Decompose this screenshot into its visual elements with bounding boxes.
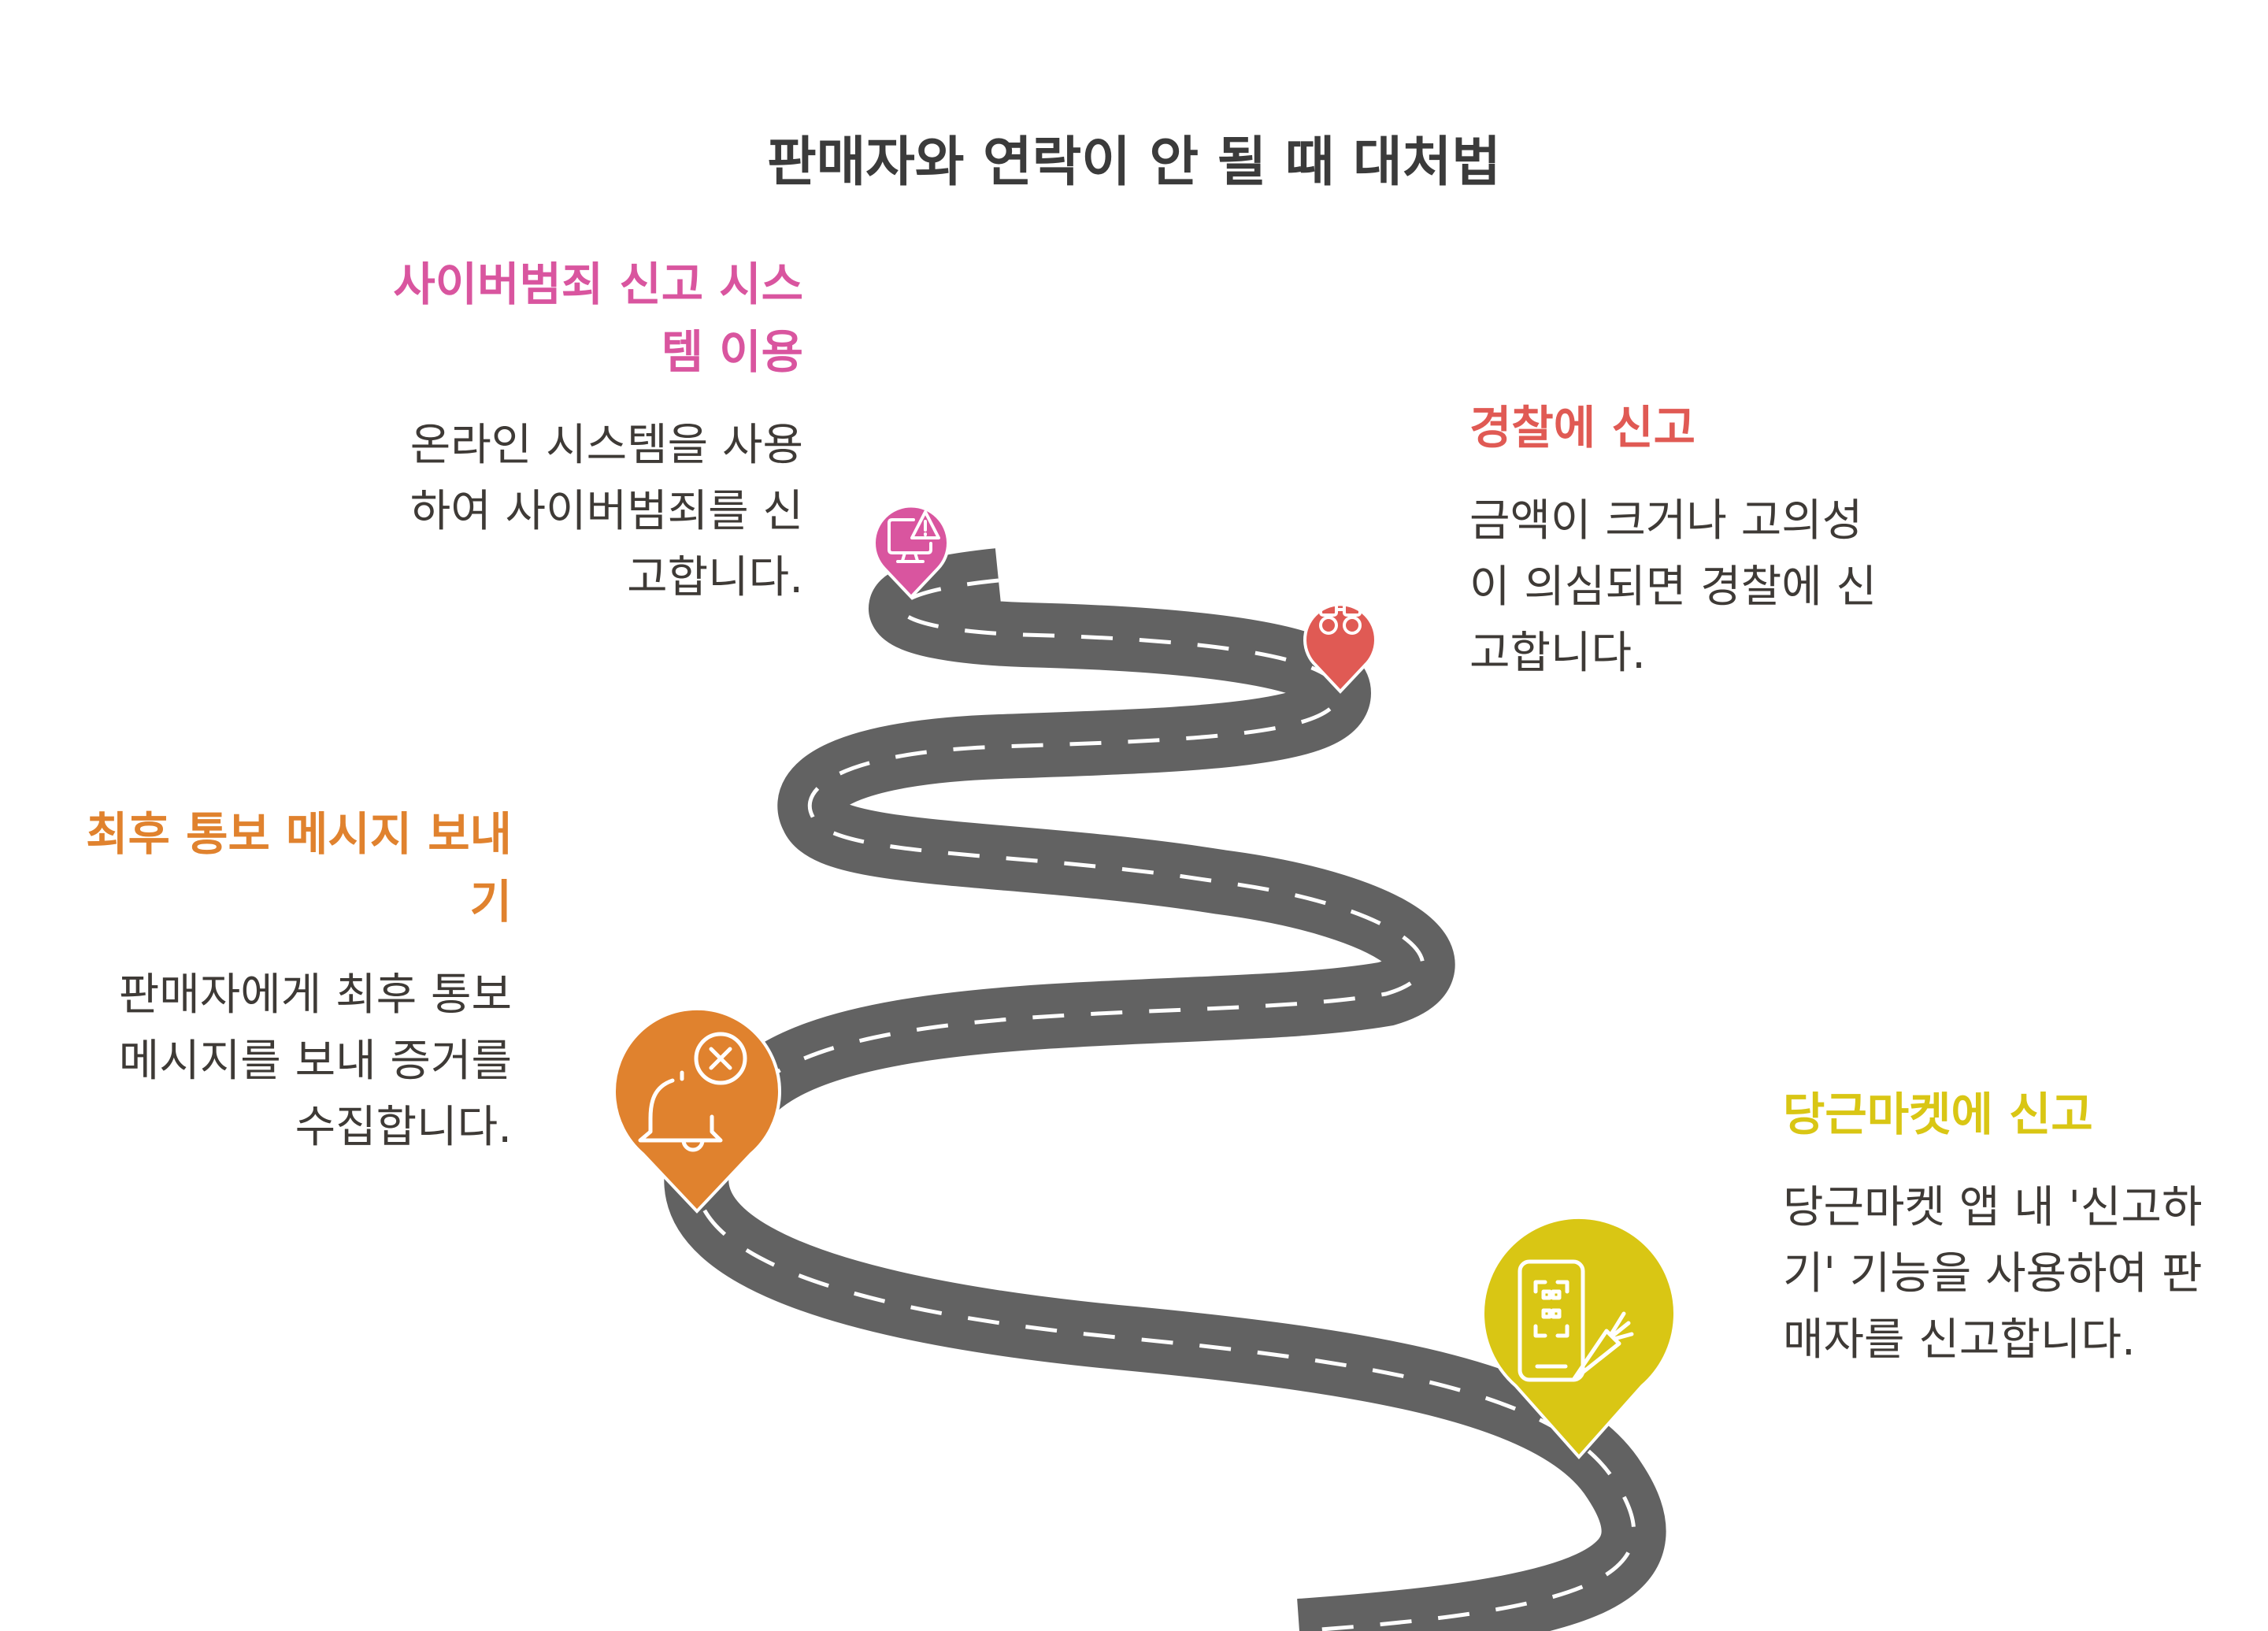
step-police-report: 경찰에 신고 금액이 크거나 고의성 이 의심되면 경찰에 신 고합니다.: [1469, 394, 1910, 687]
computer-warning-icon: [888, 510, 940, 563]
heading-line: 기: [469, 875, 512, 929]
pin-marker: [1481, 1215, 1677, 1460]
heading-line: 경찰에 신고: [1469, 401, 1695, 454]
step-heading: 당근마켓에 신고: [1783, 1081, 2240, 1148]
description-line: 온라인 시스템을 사용: [410, 420, 803, 471]
pin-cyber-report: [873, 504, 950, 599]
step-description: 온라인 시스템을 사용 하여 사이버범죄를 신 고합니다.: [236, 413, 803, 611]
description-line: 금액이 크거나 고의성: [1469, 495, 1863, 547]
step-description: 금액이 크거나 고의성 이 의심되면 경찰에 신 고합니다.: [1469, 488, 1910, 687]
description-line: 하여 사이버범죄를 신: [410, 486, 803, 537]
pin-marker: [613, 1006, 781, 1214]
handcuffs-icon: [1319, 602, 1362, 635]
description-line: 고합니다.: [627, 552, 803, 603]
step-heading: 사이버범죄 신고 시스 템 이용: [236, 250, 803, 386]
heading-line: 최후 통보 메시지 보내: [86, 807, 512, 861]
pin-final-notice: [613, 1006, 781, 1214]
description-line: 고합니다.: [1469, 628, 1646, 679]
pin-karrot-report: [1481, 1215, 1677, 1460]
road-surface: [664, 548, 1666, 1631]
description-line: 메시지를 보내 증거를: [118, 1036, 512, 1087]
pin-marker: [1303, 602, 1377, 694]
step-final-notice: 최후 통보 메시지 보내 기 판매자에게 최후 통보 메시지를 보내 증거를 수…: [47, 800, 512, 1161]
diagram-title: 판매자와 연락이 안 될 때 대처법: [767, 132, 1501, 194]
step-description: 당근마켓 앱 내 '신고하 기' 기능을 사용하여 판 매자를 신고합니다.: [1783, 1175, 2240, 1373]
step-heading: 최후 통보 메시지 보내 기: [47, 800, 512, 936]
road: [664, 548, 1666, 1631]
heading-line: 사이버범죄 신고 시스: [393, 258, 803, 311]
description-line: 판매자에게 최후 통보: [118, 969, 512, 1021]
description-line: 당근마켓 앱 내 '신고하: [1783, 1182, 2203, 1233]
step-karrot-report: 당근마켓에 신고 당근마켓 앱 내 '신고하 기' 기능을 사용하여 판 매자를…: [1783, 1081, 2240, 1373]
heading-line: 템 이용: [661, 325, 803, 379]
bell-cancel-icon: [638, 1032, 747, 1152]
step-heading: 경찰에 신고: [1469, 394, 1910, 461]
description-line: 매자를 신고합니다.: [1783, 1314, 2136, 1366]
phone-qr-carrot-icon: [1518, 1259, 1634, 1382]
description-line: 기' 기능을 사용하여 판: [1783, 1248, 2203, 1299]
step-description: 판매자에게 최후 통보 메시지를 보내 증거를 수집합니다.: [47, 962, 512, 1161]
description-line: 이 의심되면 경찰에 신: [1469, 562, 1877, 613]
pin-police-report: [1303, 602, 1377, 694]
step-cyber-report: 사이버범죄 신고 시스 템 이용 온라인 시스템을 사용 하여 사이버범죄를 신…: [236, 250, 803, 611]
heading-line: 당근마켓에 신고: [1783, 1088, 2093, 1141]
description-line: 수집합니다.: [295, 1102, 512, 1153]
